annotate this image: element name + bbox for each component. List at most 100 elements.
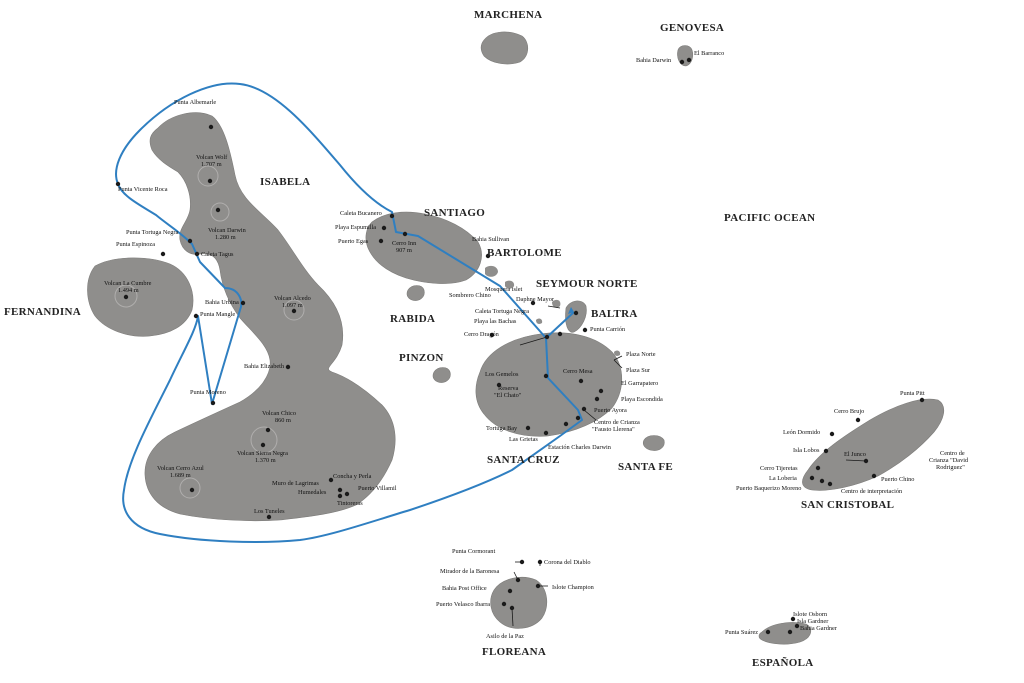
site-cerro-dragon: Cerro Dragón <box>464 331 500 338</box>
island-label-marchena: MARCHENA <box>474 9 542 21</box>
island-label-baltra: BALTRA <box>591 308 638 320</box>
island-label-espanola: ESPAÑOLA <box>752 657 813 669</box>
marker <box>381 225 387 231</box>
marker <box>344 491 350 497</box>
site-los-gemelos: Los Gemelos <box>485 371 519 378</box>
marker <box>240 300 246 306</box>
marker <box>285 364 291 370</box>
marker <box>189 487 195 493</box>
marker <box>598 388 604 394</box>
marker <box>787 629 793 635</box>
island-label-genovesa: GENOVESA <box>660 22 724 34</box>
site-playa-las-bachas: Playa las Bachas <box>474 318 517 325</box>
site-volcan-wolf: Volcan Wolf <box>196 154 228 161</box>
site-centro-crianza-2: "Fausto Llerena" <box>592 426 635 433</box>
marker <box>543 430 549 436</box>
island-label-floreana: FLOREANA <box>482 646 546 658</box>
site-estacion-darwin: Estación Charles Darwin <box>548 444 612 451</box>
site-islote-champion: Islote Champion <box>552 584 595 591</box>
cruise-route-arrow <box>568 307 574 314</box>
marker <box>827 481 833 487</box>
marker <box>337 493 343 499</box>
site-cerro-tijeretas: Cerro Tijeretas <box>760 465 798 472</box>
san-cristobal-island <box>802 398 945 491</box>
marker <box>829 431 835 437</box>
marker <box>489 332 495 338</box>
cruise-route <box>115 82 583 543</box>
site-playa-espumilla: Playa Espumilla <box>335 224 376 231</box>
site-punta-mangle: Punta Mangle <box>200 311 235 318</box>
isabela-island <box>144 112 396 522</box>
marker <box>485 253 491 259</box>
volcan-alcedo-crater <box>283 299 305 321</box>
site-islote-osborn: Islote Osborn <box>793 611 828 618</box>
site-el-junco: El Junco <box>844 451 866 458</box>
marker <box>389 213 395 219</box>
site-volcan-chico: Volcan Chico <box>262 410 296 417</box>
site-centro-crianza-dr-3: Rodriguez" <box>936 464 965 471</box>
site-caleta-bucanero: Caleta Bucanero <box>340 210 382 217</box>
site-caleta-tortuga-negra: Caleta Tortuga Negra <box>475 308 529 315</box>
marker <box>193 313 199 319</box>
site-bahia-urbina: Bahia Urbina <box>205 299 239 306</box>
landmasses <box>87 31 945 645</box>
site-punta-pitt: Punta Pitt <box>900 390 925 397</box>
plazas-islets <box>614 350 621 356</box>
marker <box>402 231 408 237</box>
site-volcan-wolf-h: 1.707 m <box>201 161 222 168</box>
site-puerto-egas: Puerto Egas <box>338 238 369 245</box>
site-humedales: Humedales <box>298 489 327 496</box>
site-cerro-brujo: Cerro Brujo <box>834 408 864 415</box>
site-volcan-la-cumbre-h: 1.494 m <box>118 287 139 294</box>
island-label-isabela: ISABELA <box>260 176 310 188</box>
site-cerro-mesa: Cerro Mesa <box>563 368 593 375</box>
leader-line <box>583 409 597 421</box>
marker <box>378 238 384 244</box>
island-label-santiago: SANTIAGO <box>424 207 485 219</box>
island-label-seymour-norte: SEYMOUR NORTE <box>536 278 638 290</box>
marker <box>855 417 861 423</box>
marchena-island <box>480 31 529 65</box>
site-leon-dormido: León Dormido <box>783 429 820 436</box>
marker <box>679 59 685 65</box>
marker <box>210 400 216 406</box>
site-centro-crianza-1: Centro de Crianza <box>594 419 640 426</box>
site-punta-suarez: Punta Suárez <box>725 629 758 636</box>
marker <box>819 478 825 484</box>
site-punta-cormorant: Punta Cormorant <box>452 548 495 555</box>
volcan-cerro-azul-crater <box>179 477 201 499</box>
leader-line <box>519 336 548 346</box>
site-reserva-el-chato-2: "El Chato" <box>494 392 522 399</box>
leader-line <box>613 355 623 361</box>
island-label-pinzon: PINZON <box>399 352 444 364</box>
marker <box>291 308 297 314</box>
marker <box>337 487 343 493</box>
site-puerto-velasco-ibarra: Puerto Velasco Ibarra <box>436 601 490 608</box>
site-volcan-la-cumbre: Volcan La Cumbre <box>104 280 152 287</box>
marker <box>573 310 579 316</box>
site-reserva-el-chato-1: Reserva <box>498 385 518 392</box>
marker <box>507 588 513 594</box>
santiago-island <box>365 211 482 284</box>
site-punta-moreno: Punta Moreno <box>190 389 226 396</box>
site-mirador-baronesa: Mirador de la Baronesa <box>440 568 499 575</box>
rabida-island <box>406 285 425 301</box>
site-labels: Bahia Darwin El Barranco Punta Albemarle… <box>104 50 969 640</box>
site-caleta-tagus: Caleta Tagus <box>201 251 234 258</box>
site-el-barranco: El Barranco <box>694 50 724 57</box>
site-tintoreras: Tintoreras <box>337 500 363 507</box>
marker <box>823 448 829 454</box>
marker <box>871 473 877 479</box>
island-label-bartolome: BARTOLOME <box>487 247 562 259</box>
site-bahia-elizabeth: Bahia Elizabeth <box>244 363 285 370</box>
marker <box>790 616 796 622</box>
marker <box>809 475 815 481</box>
site-plaza-norte: Plaza Norte <box>626 351 656 358</box>
pinzon-island <box>432 367 451 383</box>
marker <box>187 238 193 244</box>
daphne-islet <box>536 318 543 324</box>
marker <box>525 425 531 431</box>
site-muro-de-lagrimas: Muro de Lagrimas <box>272 480 319 487</box>
site-bahia-gardner: Bahia Gardner <box>800 625 838 632</box>
